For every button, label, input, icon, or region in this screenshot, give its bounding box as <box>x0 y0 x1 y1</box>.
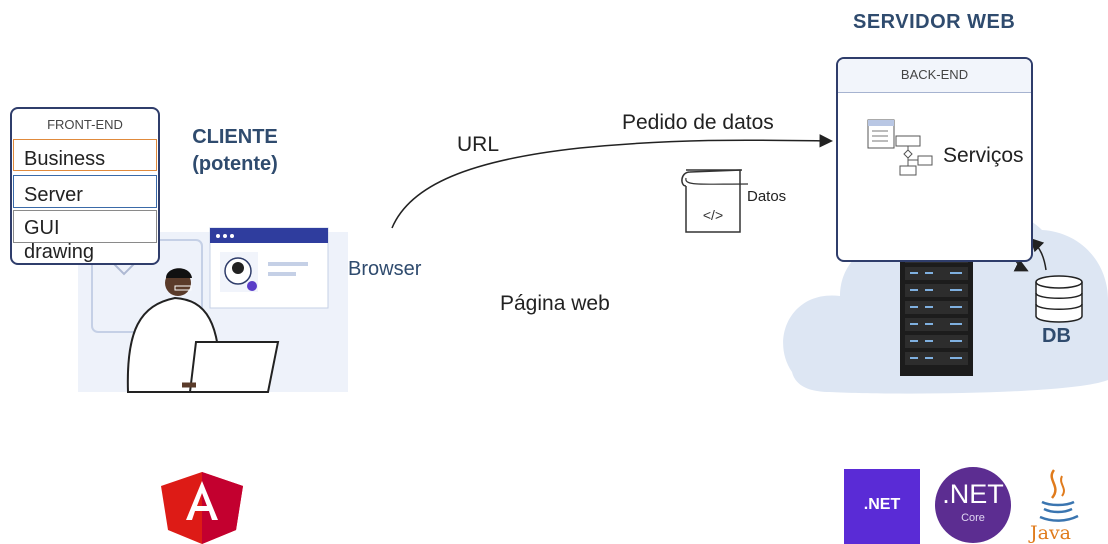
frontend-box <box>10 107 160 265</box>
dotnet-core-logo-subtext: Core <box>961 512 985 524</box>
server-title: SERVIDOR WEB <box>853 11 1016 33</box>
cliente-label: CLIENTE (potente) <box>175 124 295 178</box>
request-arrow <box>391 134 833 229</box>
java-logo-text: Java <box>1030 522 1072 544</box>
frontend-title: FRONT-END <box>47 117 123 132</box>
backend-header <box>838 59 1031 93</box>
services-flowchart-icon <box>867 119 933 176</box>
person-at-laptop-illustration <box>126 268 280 393</box>
angular-logo-icon <box>161 472 243 544</box>
dotnet-logo-tile <box>844 469 920 544</box>
server-rack-icon <box>900 243 973 376</box>
laptop-icon <box>188 341 280 393</box>
dotnet-core-logo <box>935 467 1011 543</box>
client-illustration <box>78 227 348 393</box>
url-label: URL <box>457 133 500 156</box>
browser-window-illustration <box>209 227 329 309</box>
server-layer: Server <box>13 175 157 208</box>
cliente-subtitle: (potente) <box>192 153 278 175</box>
java-logo-icon <box>1039 469 1079 522</box>
code-document-icon: </> <box>681 169 749 233</box>
database-icon <box>1035 275 1083 323</box>
drawing-label: drawing <box>24 241 95 263</box>
services-label: Serviços <box>943 144 1024 167</box>
browser-label: Browser <box>348 258 422 280</box>
gui-drawing-layer: GUI drawing <box>13 210 157 263</box>
request-label: Pedido de datos <box>622 111 774 134</box>
svg-text:</>: </> <box>703 207 723 223</box>
dotnet-logo-text: .NET <box>863 496 901 513</box>
data-label: Datos <box>747 188 787 205</box>
gui-label: GUI <box>24 217 60 239</box>
db-label: DB <box>1042 325 1071 347</box>
response-label: Página web <box>500 292 610 315</box>
backend-title: BACK-END <box>900 67 969 82</box>
db-arrow-up <box>1029 237 1047 271</box>
business-layer: Business <box>13 139 157 171</box>
cliente-title: CLIENTE <box>192 126 278 148</box>
dotnet-core-logo-text: .NET <box>942 479 1004 509</box>
